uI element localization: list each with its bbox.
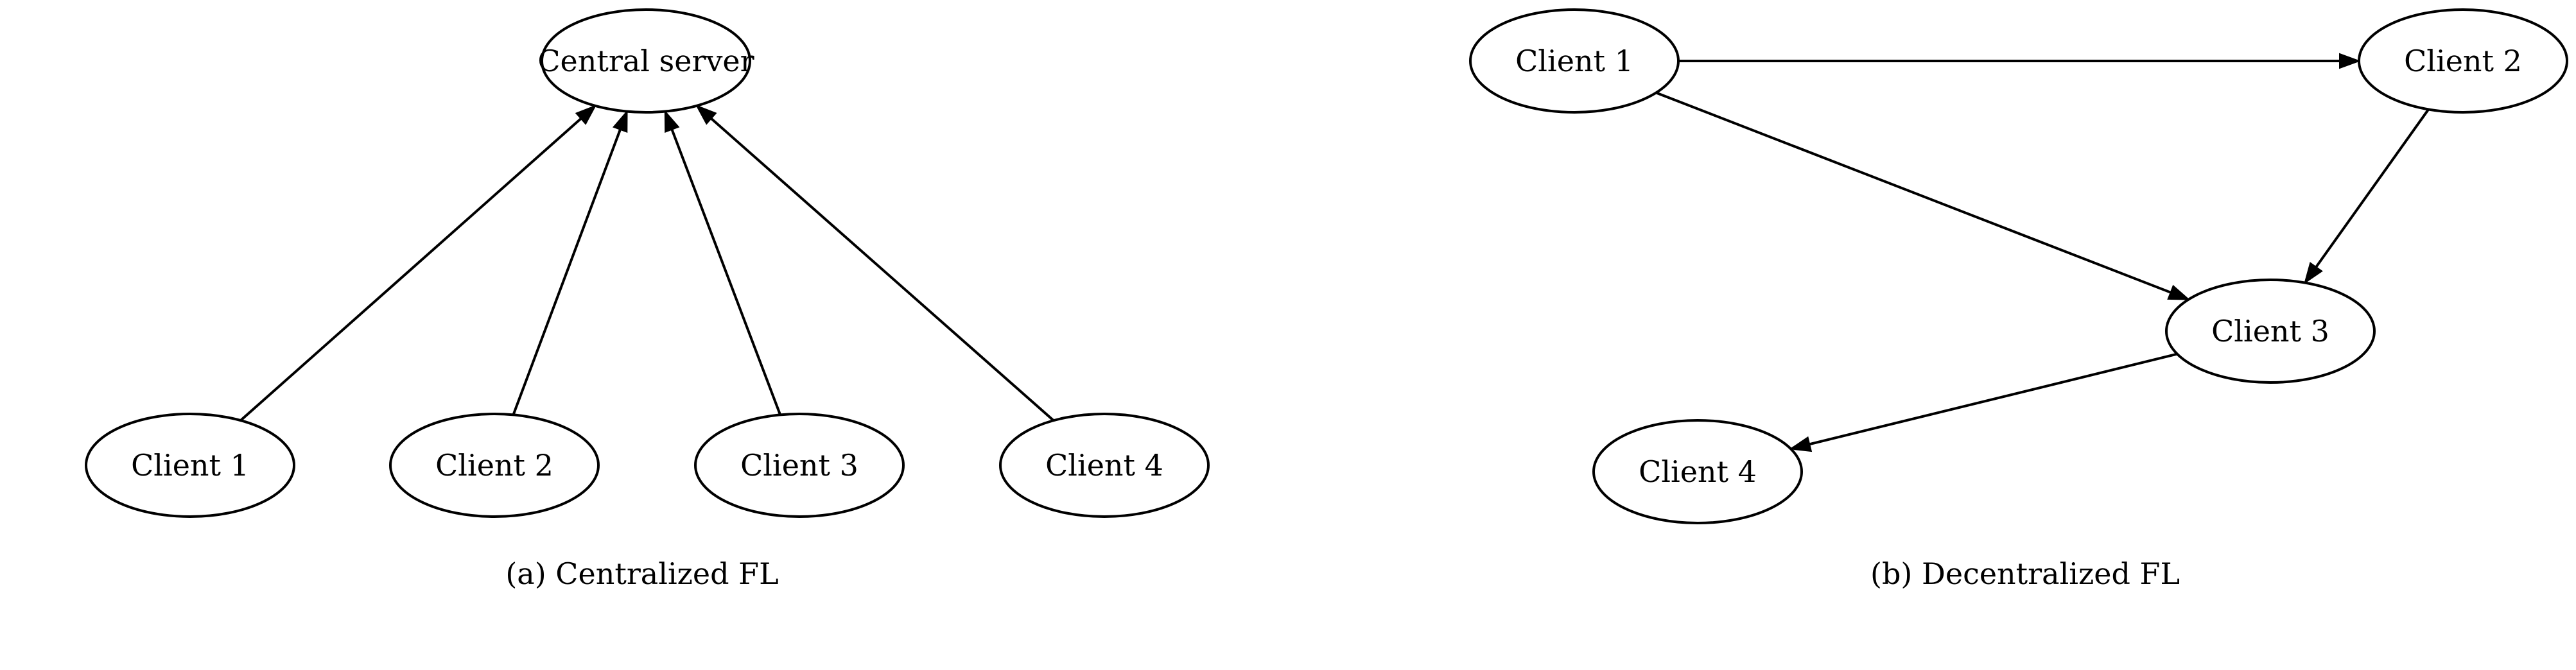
node-b-c2: Client 2 [2358,8,2568,114]
edge-b-c1-to-c2 [1678,53,2361,69]
node-ellipse [999,413,1210,518]
arrowhead-icon [2167,284,2191,300]
edge-a-c3-to-server [664,109,782,416]
panel-b-nodes: Client 1 Client 2 Client 3 Client 4 [1469,8,2568,524]
node-label: Client 3 [740,448,858,483]
arrowhead-icon [695,104,717,125]
arrowhead-icon [2339,53,2361,69]
arrowhead-icon [1789,436,1813,452]
node-ellipse [2358,8,2568,114]
node-ellipse [2165,279,2376,384]
edge-a-c2-to-server [512,109,628,416]
node-label: Client 1 [131,448,249,483]
node-b-c4: Client 4 [1592,419,1803,524]
node-label: Client 2 [2404,44,2522,78]
node-a-c3: Client 3 [694,413,905,518]
arrowhead-icon [664,109,680,133]
edge-line [512,129,622,416]
node-ellipse [541,8,751,114]
arrowhead-icon [575,104,597,125]
node-b-c3: Client 3 [2165,279,2376,384]
panel-b-edges [1655,53,2430,452]
edge-line [1655,91,2171,294]
edge-line [239,117,582,422]
node-a-c4: Client 4 [999,413,1210,518]
caption-decentralized-fl: (b) Decentralized FL [1870,556,2180,591]
node-b-c1: Client 1 [1469,8,1680,114]
caption-centralized-fl: (a) Centralized FL [505,556,778,591]
node-a-server: Central server [537,8,754,114]
node-a-c2: Client 2 [389,413,600,518]
arrowhead-icon [2304,262,2323,284]
panel-a-edges [239,104,1055,422]
edge-b-c2-to-c3 [2304,108,2430,284]
node-label: Client 2 [435,448,553,483]
edge-b-c1-to-c3 [1655,91,2191,300]
node-label: Client 1 [1515,44,1633,78]
edge-b-c3-to-c4 [1789,352,2178,452]
node-ellipse [694,413,905,518]
node-label: Client 3 [2211,314,2329,348]
node-label: Client 4 [1045,448,1163,483]
arrowhead-icon [613,109,628,133]
node-label: Client 4 [1639,454,1757,489]
edge-a-c1-to-server [239,104,597,422]
node-ellipse [85,413,295,518]
node-label: Central server [537,44,754,78]
node-a-c1: Client 1 [85,413,295,518]
node-ellipse [1592,419,1803,524]
edge-line [1809,352,2178,446]
node-ellipse [1469,8,1680,114]
edge-line [710,117,1055,422]
panel-decentralized-fl: Client 1 Client 2 Client 3 Client 4 (b) Dec… [1469,8,2568,591]
edge-line [670,128,782,416]
edge-line [2315,108,2430,268]
node-ellipse [389,413,600,518]
edge-a-c4-to-server [695,104,1055,422]
